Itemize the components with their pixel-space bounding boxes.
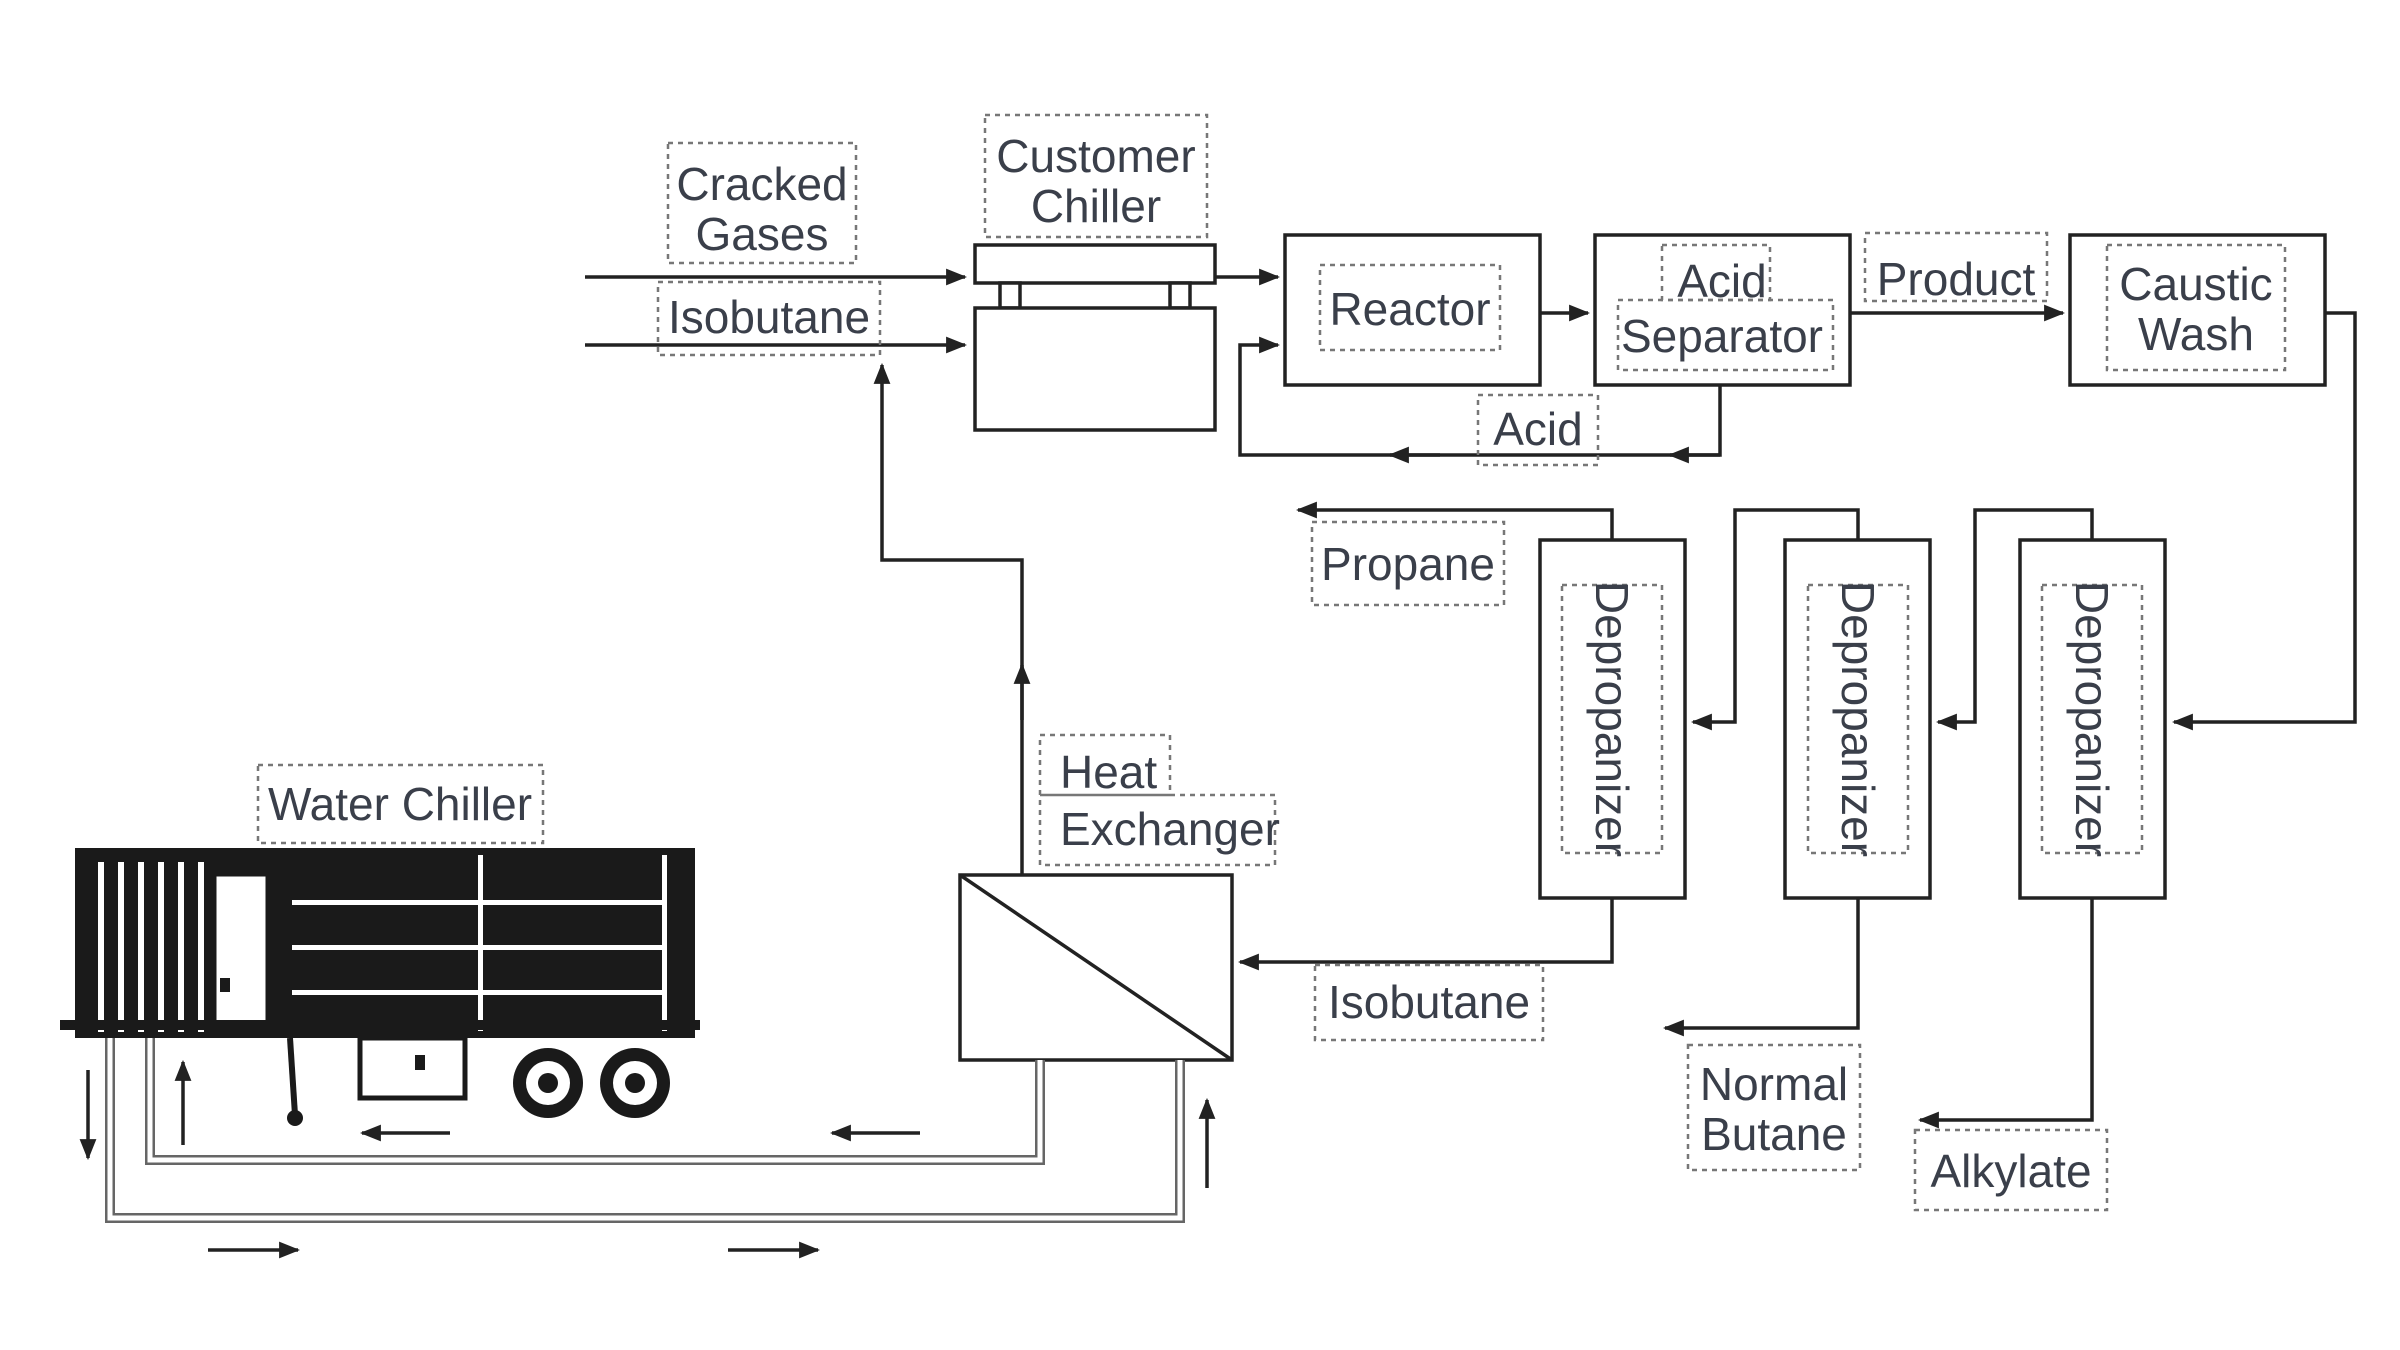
label-heat-exchanger: Heat Exchanger xyxy=(1038,733,1280,867)
svg-text:Customer: Customer xyxy=(996,130,1195,182)
acid-separator-box xyxy=(1593,233,1852,387)
label-product: Product xyxy=(1863,231,2049,305)
svg-text:Isobutane: Isobutane xyxy=(1328,976,1530,1028)
svg-text:Gases: Gases xyxy=(696,208,829,260)
label-acid: Acid xyxy=(1476,393,1600,467)
water-chiller-trailer xyxy=(60,848,700,1126)
label-acid-separator: Acid Separator xyxy=(1616,243,1835,372)
chilled-water-piping xyxy=(79,950,1216,1259)
svg-text:Normal: Normal xyxy=(1700,1058,1848,1110)
label-isobutane-out: Isobutane xyxy=(1313,963,1545,1042)
svg-text:Butane: Butane xyxy=(1701,1108,1847,1160)
svg-text:Exchanger: Exchanger xyxy=(1060,803,1280,855)
label-water-chiller: Water Chiller xyxy=(256,763,545,845)
label-normal-butane: Normal Butane xyxy=(1686,1043,1862,1172)
heat-exchanger-unit xyxy=(958,873,1234,1062)
svg-text:Chiller: Chiller xyxy=(1031,180,1161,232)
customer-chiller-unit xyxy=(973,243,1217,432)
caustic-wash-box xyxy=(2068,233,2327,387)
svg-text:Separator: Separator xyxy=(1621,310,1823,362)
svg-text:Acid: Acid xyxy=(1677,255,1766,307)
label-propane: Propane xyxy=(1310,520,1506,607)
svg-text:Wash: Wash xyxy=(2138,308,2254,360)
svg-text:Depropanizer: Depropanizer xyxy=(1586,581,1638,857)
svg-text:Isobutane: Isobutane xyxy=(668,291,870,343)
label-alkylate: Alkylate xyxy=(1913,1128,2109,1212)
svg-text:Reactor: Reactor xyxy=(1329,283,1490,335)
label-isobutane-in: Isobutane xyxy=(656,280,882,357)
svg-text:Product: Product xyxy=(1877,253,2036,305)
svg-text:Heat: Heat xyxy=(1060,746,1157,798)
label-caustic-wash: Caustic Wash xyxy=(2105,243,2287,372)
label-depropanizer-2: Depropanizer xyxy=(1806,581,1910,857)
svg-text:Propane: Propane xyxy=(1321,538,1495,590)
label-depropanizer-3: Depropanizer xyxy=(2040,581,2144,857)
reactor-box xyxy=(1283,233,1542,387)
svg-text:Cracked: Cracked xyxy=(676,158,847,210)
label-depropanizer-1: Depropanizer xyxy=(1560,581,1664,857)
label-cracked-gases: Cracked Gases xyxy=(666,141,858,265)
svg-text:Water Chiller: Water Chiller xyxy=(268,778,532,830)
label-customer-chiller: Customer Chiller xyxy=(983,113,1209,239)
label-reactor: Reactor xyxy=(1318,263,1502,352)
svg-text:Depropanizer: Depropanizer xyxy=(1832,581,1884,857)
svg-text:Depropanizer: Depropanizer xyxy=(2066,581,2118,857)
flow-lines xyxy=(585,268,2357,1129)
svg-text:Alkylate: Alkylate xyxy=(1930,1145,2091,1197)
svg-text:Caustic: Caustic xyxy=(2119,258,2272,310)
svg-text:Acid: Acid xyxy=(1493,403,1582,455)
